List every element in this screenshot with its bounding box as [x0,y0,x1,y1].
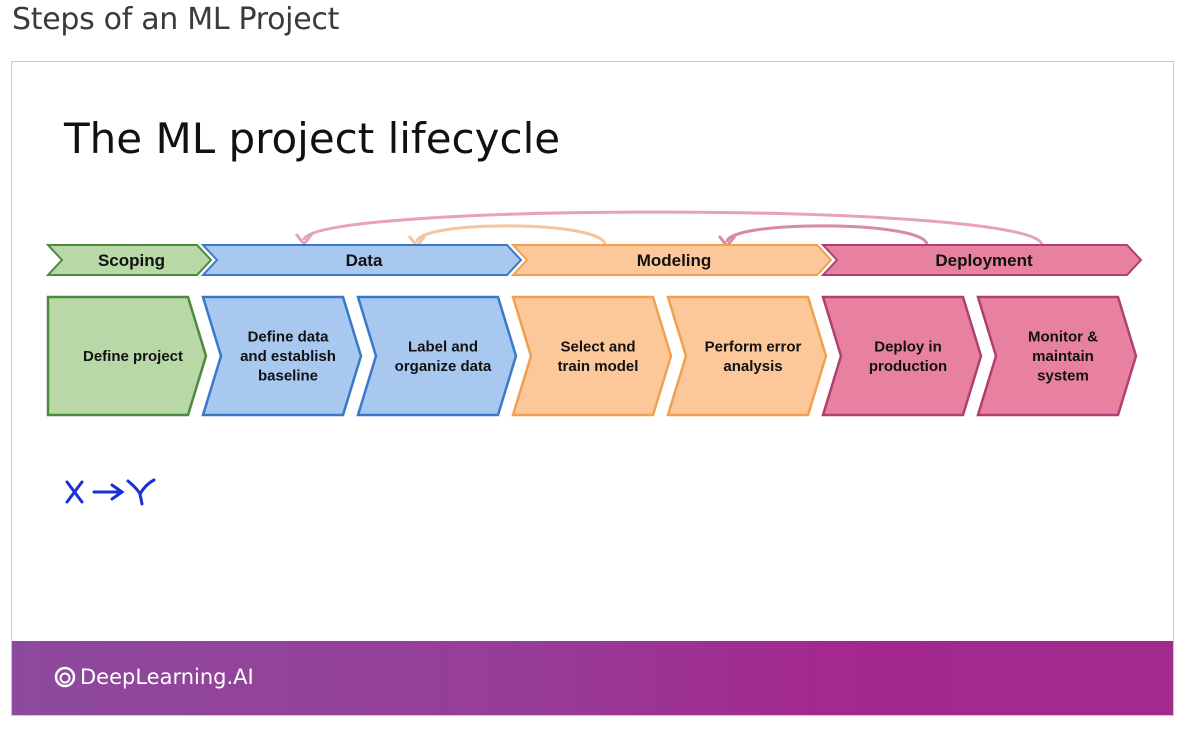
step-chevron-5 [666,295,828,417]
lifecycle-diagram: Scoping Data Modeling Deployment Define pro… [45,210,1143,417]
step-label-3-line-1: Label and [408,338,478,355]
step-label-7-line-3: system [1037,368,1089,385]
step-label-2-line-3: baseline [258,368,318,385]
step-label-6-line-2: production [869,358,947,375]
slide: The ML project lifecycle Scoping Data Mode… [11,61,1174,716]
stage-label-data: Data [346,251,383,270]
step-label-3-line-2: organize data [395,358,492,375]
stage-chevron-data [200,244,523,276]
feedback-arrow-modeling-to-data [415,224,607,246]
feedback-arrow-deployment-to-modeling [725,224,929,246]
stage-bar: Scoping Data Modeling Deployment [45,244,1143,276]
step-chevron-6 [821,295,983,417]
step-label-4-line-2: train model [558,358,639,375]
stage-chevron-scoping [45,244,213,276]
step-chevron-7 [976,295,1138,417]
step-label-2-line-1: Define data [248,329,330,346]
slide-title: The ML project lifecycle [64,114,561,163]
feedback-arrow-deployment-to-data [302,210,1044,246]
step-chevron-3 [356,295,518,417]
step-label-5-line-1: Perform error [705,338,802,355]
page-heading: Steps of an ML Project [12,2,340,37]
step-chevron-4 [511,295,673,417]
handwritten-x-to-y [62,472,172,517]
brand-logo: DeepLearning.AI [54,665,254,689]
stage-label-deployment: Deployment [935,251,1033,270]
step-label-7-line-2: maintain [1032,348,1094,365]
stage-chevron-modeling [510,244,833,276]
step-label-6-line-1: Deploy in [874,338,942,355]
step-label-7-line-1: Monitor & [1028,329,1098,346]
brand-name: DeepLearning.AI [80,665,254,689]
step-label-1-line-1: Define project [83,348,183,365]
step-chevron-2 [201,295,363,417]
stage-label-modeling: Modeling [637,251,712,270]
stage-chevron-deployment [820,244,1143,276]
step-chevron-1 [46,295,208,417]
stage-label-scoping: Scoping [98,251,165,270]
step-label-4-line-1: Select and [560,338,635,355]
slide-footer: DeepLearning.AI [12,641,1173,715]
step-row: Define project Define data and establish ba… [46,295,1138,417]
step-label-2-line-2: and establish [240,348,336,365]
step-label-5-line-2: analysis [723,358,782,375]
deeplearning-logo-icon [54,666,76,688]
